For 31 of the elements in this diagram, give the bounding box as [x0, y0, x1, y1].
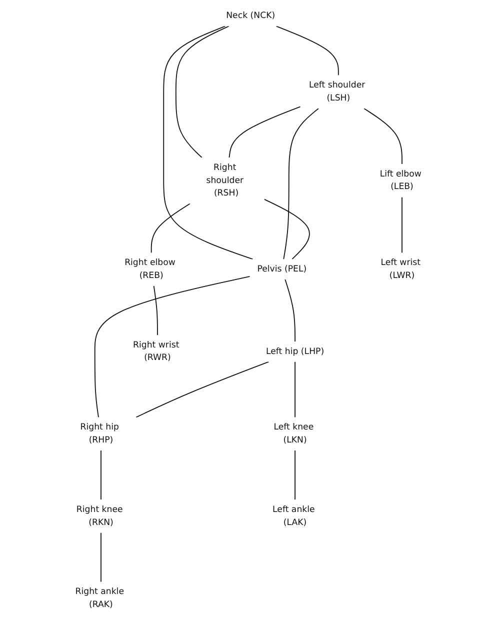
- connector: [363, 108, 402, 165]
- node-text: Neck (NCK): [226, 10, 275, 21]
- connector: [150, 203, 190, 254]
- connector: [263, 198, 310, 260]
- connector: [401, 196, 402, 254]
- connector: [100, 450, 101, 500]
- node-text: Left wrist (LWR): [380, 258, 420, 280]
- connector: [275, 26, 338, 76]
- node-text: Left knee (LKN): [273, 422, 314, 445]
- node-text: Right wrist (RWR): [132, 340, 179, 363]
- connector: [135, 361, 269, 418]
- node-text: Pelvis (PEL): [256, 264, 306, 274]
- node-text: Right knee (RKN): [76, 504, 122, 528]
- node-text: Lift elbow (LEB): [379, 168, 421, 192]
- node-text: Left hip (LHP): [265, 346, 324, 356]
- connector: [162, 26, 253, 260]
- connector: [100, 532, 101, 582]
- connector: [294, 361, 295, 418]
- node-text: Right ankle (RAK): [74, 586, 124, 610]
- connector: [94, 276, 250, 418]
- connector: [284, 279, 295, 342]
- node-text: Right elbow (REB): [124, 258, 175, 280]
- connector: [228, 106, 300, 158]
- node-text: Right shoulder (RSH): [206, 162, 244, 198]
- connector: [282, 108, 318, 260]
- node-text: Left shoulder (LSH): [308, 80, 365, 103]
- node-text: Right hip (RHP): [80, 422, 118, 445]
- node-text: Left ankle (LAK): [272, 504, 314, 528]
- connector: [152, 285, 158, 336]
- connector: [294, 450, 295, 500]
- connector: [174, 26, 229, 158]
